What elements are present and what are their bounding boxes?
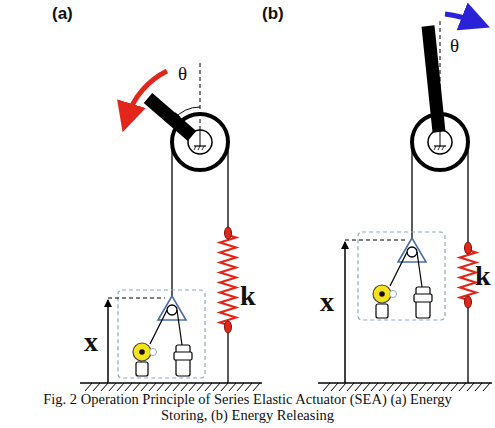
spring-end <box>225 227 232 239</box>
hatch-stroke <box>339 383 346 391</box>
hatch-stroke <box>403 383 410 391</box>
hatch-stroke <box>245 383 252 391</box>
hatch-stroke <box>93 383 100 391</box>
hatch-stroke <box>173 383 180 391</box>
hatch-stroke <box>189 383 196 391</box>
hatch-stroke <box>427 383 434 391</box>
spring-end <box>465 242 472 254</box>
hatch-stroke <box>443 383 450 391</box>
hatch-stroke <box>475 383 482 391</box>
ground-hatching <box>85 383 490 391</box>
spring-constant: k <box>475 262 491 290</box>
hatch-stroke <box>133 383 140 391</box>
hatch-stroke <box>213 383 220 391</box>
hatch-stroke <box>197 383 204 391</box>
figure-caption: Fig. 2 Operation Principle of Series Ela… <box>20 391 475 423</box>
displacement-label: x <box>320 288 334 316</box>
spring-coil <box>220 235 236 325</box>
hatch-stroke <box>165 383 172 391</box>
hatch-stroke <box>371 383 378 391</box>
hatch-stroke <box>125 383 132 391</box>
hatch-stroke <box>435 383 442 391</box>
hatch-stroke <box>109 383 116 391</box>
hatch-stroke <box>323 383 330 391</box>
angle-symbol: θ <box>450 36 459 55</box>
hatch-stroke <box>451 383 458 391</box>
hatch-stroke <box>253 383 260 391</box>
spring-end <box>225 321 232 333</box>
hatch-stroke <box>379 383 386 391</box>
hatch-stroke <box>483 383 490 391</box>
hatch-stroke <box>141 383 148 391</box>
hatch-stroke <box>205 383 212 391</box>
hatch-stroke <box>101 383 108 391</box>
hatch-stroke <box>411 383 418 391</box>
hatch-stroke <box>117 383 124 391</box>
hatch-stroke <box>157 383 164 391</box>
spring-end <box>465 296 472 308</box>
hatch-stroke <box>331 383 338 391</box>
hatch-stroke <box>221 383 228 391</box>
displacement-label: x <box>84 328 98 356</box>
hatch-stroke <box>181 383 188 391</box>
panel-label: (a) <box>52 5 73 22</box>
hatch-stroke <box>459 383 466 391</box>
spring-coil <box>460 250 476 300</box>
spring-symbol <box>220 227 476 333</box>
hatch-stroke <box>229 383 236 391</box>
spring-constant: k <box>240 282 256 310</box>
hatch-stroke <box>395 383 402 391</box>
angle-symbol: θ <box>178 64 187 83</box>
panel-label: (b) <box>262 5 284 22</box>
hatch-stroke <box>347 383 354 391</box>
hatch-stroke <box>237 383 244 391</box>
hatch-stroke <box>149 383 156 391</box>
hatch-stroke <box>467 383 474 391</box>
hatch-stroke <box>387 383 394 391</box>
hatch-stroke <box>355 383 362 391</box>
hatch-stroke <box>419 383 426 391</box>
hatch-stroke <box>85 383 92 391</box>
hatch-stroke <box>363 383 370 391</box>
